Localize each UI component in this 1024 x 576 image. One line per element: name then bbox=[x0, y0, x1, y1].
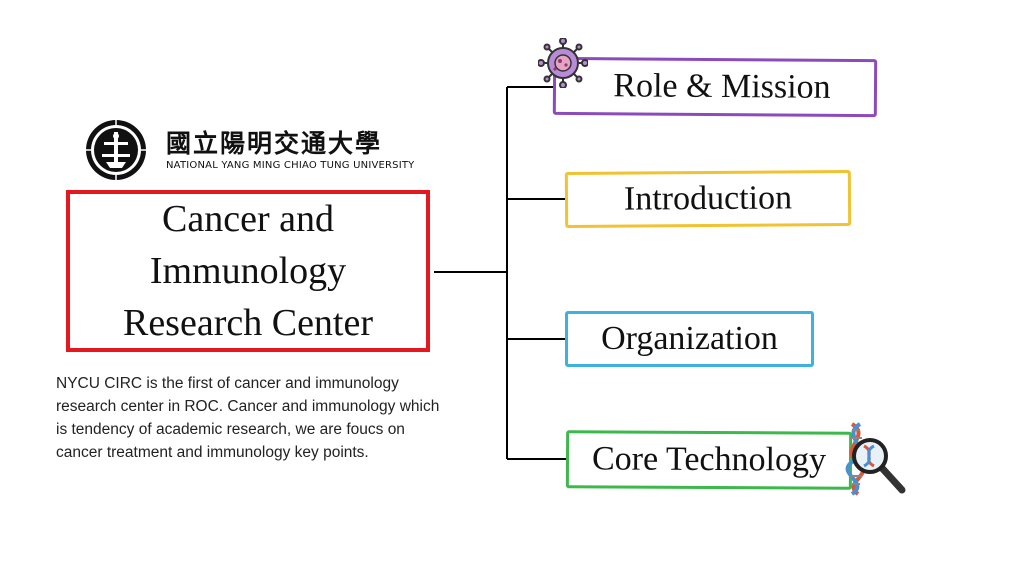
center-title: Cancer and Immunology Research Center bbox=[122, 198, 374, 344]
university-logo: 國立陽明交通大學 NATIONAL YANG MING CHIAO TUNG U… bbox=[84, 118, 424, 182]
university-name-english: NATIONAL YANG MING CHIAO TUNG UNIVERSITY bbox=[166, 160, 415, 171]
dna-magnifier-icon bbox=[845, 422, 906, 496]
center-title-box: Cancer and Immunology Research Center bbox=[66, 190, 430, 352]
node-organization-label: Organization bbox=[601, 320, 778, 357]
university-seal-icon bbox=[86, 120, 146, 180]
node-organization[interactable]: Organization bbox=[565, 311, 814, 367]
node-introduction[interactable]: Introduction bbox=[564, 170, 852, 228]
node-introduction-label: Introduction bbox=[623, 179, 793, 218]
germ-icon bbox=[538, 38, 588, 88]
node-core-technology[interactable]: Core Technology bbox=[565, 430, 853, 490]
node-role-mission[interactable]: Role & Mission bbox=[552, 56, 878, 118]
node-core-technology-label: Core Technology bbox=[591, 440, 827, 479]
node-role-mission-label: Role & Mission bbox=[613, 67, 831, 106]
center-description: NYCU CIRC is the first of cancer and imm… bbox=[56, 375, 440, 461]
university-name-chinese: 國立陽明交通大學 bbox=[166, 129, 383, 158]
